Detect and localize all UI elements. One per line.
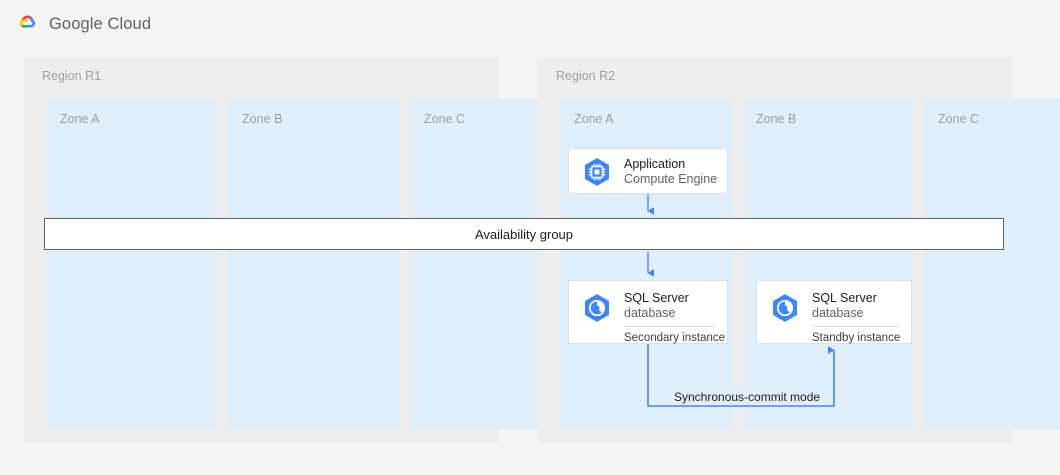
zone-r1-a-label: Zone A: [60, 112, 100, 126]
availability-group-bar[interactable]: Availability group: [44, 218, 1004, 250]
region-r1: Region R1 Zone A Zone B Zone C: [24, 57, 582, 443]
brand-name: Google Cloud: [49, 14, 152, 33]
google-cloud-brand: Google Cloud: [14, 10, 151, 38]
zone-r2-b: Zone B: [742, 99, 914, 429]
connector-label-synchronous-commit-mode: Synchronous-commit mode: [668, 390, 827, 405]
node-card-sql-standby[interactable]: SQL Server database Standby instance: [756, 280, 912, 344]
region-r2: Region R2 Zone A Zone B Zone C: [538, 57, 1060, 443]
zone-r2-b-label: Zone B: [756, 112, 797, 126]
node-divider: [624, 326, 717, 327]
zone-r1-b-label: Zone B: [242, 112, 283, 126]
zone-r2-c: Zone C: [924, 99, 1060, 429]
node-meta-sql-standby: Standby instance: [812, 332, 901, 344]
node-card-sql-secondary[interactable]: SQL Server database Secondary instance: [568, 280, 728, 344]
node-meta-sql-secondary: Secondary instance: [624, 332, 726, 344]
node-body-sql-secondary: SQL Server database Secondary instance: [624, 291, 726, 345]
region-r2-label: Region R2: [556, 69, 616, 83]
sql-server-database-icon: [581, 292, 613, 324]
node-divider: [812, 326, 901, 327]
availability-group-label: Availability group: [474, 226, 574, 242]
google-cloud-logo-icon: [14, 11, 40, 37]
zone-r1-b: Zone B: [228, 99, 400, 429]
node-title-application: Application: [624, 157, 686, 171]
zone-r2-c-label: Zone C: [938, 112, 979, 126]
node-card-application[interactable]: Application Compute Engine: [568, 148, 728, 194]
sql-server-database-icon: [769, 292, 801, 324]
node-subtitle-application: Compute Engine: [624, 171, 718, 186]
node-subtitle-sql-secondary: database: [624, 305, 676, 320]
node-title-sql-standby: SQL Server: [812, 291, 877, 305]
zone-r1-c-label: Zone C: [424, 112, 465, 126]
node-body-sql-standby: SQL Server database Standby instance: [812, 291, 901, 345]
node-title-sql-secondary: SQL Server: [624, 291, 689, 305]
node-subtitle-sql-standby: database: [812, 305, 864, 320]
zone-r1-a: Zone A: [46, 99, 218, 429]
region-r1-label: Region R1: [42, 69, 102, 83]
zone-r2-a-label: Zone A: [574, 112, 614, 126]
node-body-application: Application Compute Engine: [624, 157, 717, 186]
compute-engine-icon: [581, 156, 613, 188]
